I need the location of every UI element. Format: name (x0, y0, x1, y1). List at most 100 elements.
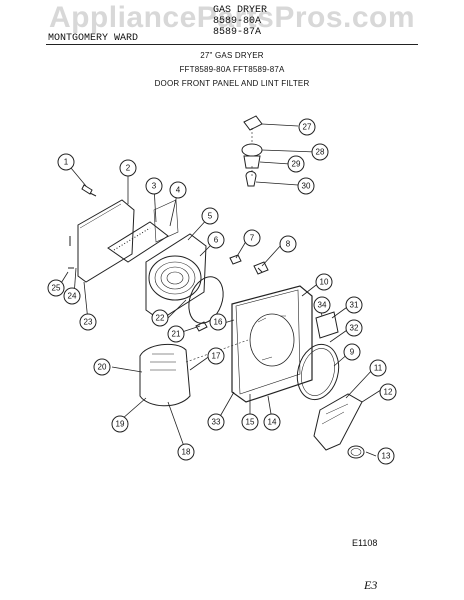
callout-label: 19 (116, 420, 125, 429)
callout-25: 25 (47, 279, 65, 297)
callout-label: 1 (64, 158, 69, 167)
callout-circle (145, 177, 163, 195)
model-line-2: 8589-80A (213, 16, 262, 27)
callout-label: 28 (316, 148, 325, 157)
callout-label: 30 (302, 182, 311, 191)
model-line-3: 8589-87A (213, 27, 262, 38)
callout-label: 3 (152, 182, 157, 191)
callout-20: 20 (93, 358, 111, 376)
callout-label: 32 (350, 324, 359, 333)
callout-label: 33 (212, 418, 221, 427)
header-rule (46, 44, 418, 45)
callout-24: 24 (63, 287, 81, 305)
callout-circle (177, 443, 195, 461)
callout-circle (111, 415, 129, 433)
callout-21: 21 (167, 325, 185, 343)
callout-17: 17 (207, 347, 225, 365)
callout-circle (151, 309, 169, 327)
part-inner-door (145, 233, 207, 321)
part-door-strike (229, 254, 242, 265)
callout-label: 2 (126, 164, 131, 173)
callout-circle (345, 319, 363, 337)
part-duct-ring (347, 445, 365, 459)
watermark: AppliancePartsPros.com (48, 1, 416, 34)
callout-14: 14 (263, 413, 281, 431)
callout-circle (119, 159, 137, 177)
callout-11: 11 (369, 359, 387, 377)
callout-1: 1 (57, 153, 75, 171)
part-front-panel (231, 285, 313, 403)
part-insulation (107, 221, 169, 263)
callout-circle (297, 177, 315, 195)
callout-6: 6 (207, 231, 225, 249)
callout-label: 11 (374, 364, 383, 373)
part-door-trim-ring (296, 343, 340, 401)
callout-circle (63, 287, 81, 305)
callout-circle (243, 229, 261, 247)
callout-label: 16 (214, 318, 223, 327)
callout-13: 13 (377, 447, 395, 465)
callout-19: 19 (111, 415, 129, 433)
callout-9: 9 (343, 343, 361, 361)
callout-circle (343, 343, 361, 361)
callout-4: 4 (169, 181, 187, 199)
part-lint-screen-detail (139, 343, 191, 407)
title-line-1: 27" GAS DRYER (200, 51, 264, 60)
callout-label: 34 (318, 301, 327, 310)
callout-18: 18 (177, 443, 195, 461)
part-lamp-bracket (241, 143, 263, 157)
callout-circle (57, 153, 75, 171)
title-line-2: FFT8589-80A FFT8589-87A (179, 65, 285, 74)
callout-circle (201, 207, 219, 225)
callout-7: 7 (243, 229, 261, 247)
page-mark: E3 (364, 578, 378, 592)
callout-label: 4 (176, 186, 181, 195)
callout-label: 13 (382, 452, 391, 461)
callout-circle (369, 359, 387, 377)
callout-label: 17 (212, 352, 221, 361)
callout-30: 30 (297, 177, 315, 195)
callout-label: 8 (286, 240, 291, 249)
callout-circle (377, 447, 395, 465)
part-lamp-cover (243, 155, 261, 169)
part-lint-filter-housing (315, 311, 339, 339)
part-door-back-panel (77, 199, 135, 283)
callout-label: 27 (303, 123, 312, 132)
part-lamp-bulb (245, 171, 257, 187)
part-door-gasket (188, 276, 224, 324)
callout-circle (315, 273, 333, 291)
callout-23: 23 (79, 313, 97, 331)
callout-label: 5 (208, 212, 213, 221)
callout-34: 34 (313, 296, 331, 314)
callout-32: 32 (345, 319, 363, 337)
part-lamp-socket (243, 115, 263, 131)
part-door-opening (249, 313, 295, 367)
part-door-liner (153, 199, 179, 243)
callout-circle (209, 313, 227, 331)
callout-circle (167, 325, 185, 343)
callout-label: 25 (52, 284, 61, 293)
callout-circle (241, 413, 259, 431)
title-line-3: DOOR FRONT PANEL AND LINT FILTER (154, 79, 310, 88)
callout-label: 20 (98, 363, 107, 372)
callout-circle (311, 143, 329, 161)
callout-circle (207, 347, 225, 365)
callout-circle (47, 279, 65, 297)
callout-label: 22 (156, 314, 165, 323)
callout-label: 6 (214, 236, 219, 245)
callout-8: 8 (279, 235, 297, 253)
part-lint-duct (313, 393, 363, 451)
callout-16: 16 (209, 313, 227, 331)
callout-31: 31 (345, 296, 363, 314)
callout-label: 7 (250, 234, 255, 243)
part-door-dome (148, 255, 202, 301)
callout-3: 3 (145, 177, 163, 195)
callout-circle (379, 383, 397, 401)
callout-27: 27 (298, 118, 316, 136)
callout-label: 24 (68, 292, 77, 301)
callout-circle (207, 413, 225, 431)
callout-33: 33 (207, 413, 225, 431)
brand-label: MONTGOMERY WARD (48, 33, 139, 44)
callout-29: 29 (287, 155, 305, 173)
